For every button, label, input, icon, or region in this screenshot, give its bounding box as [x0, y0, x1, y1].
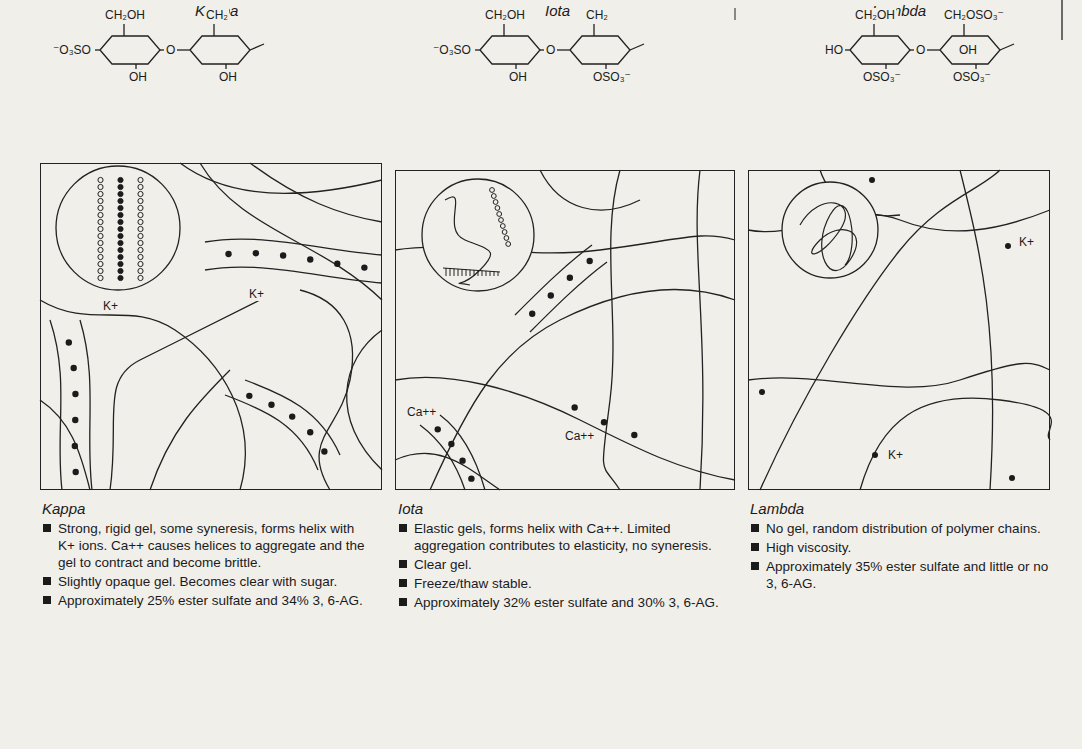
helix-chains: [98, 177, 511, 280]
chem-group: O: [545, 43, 556, 57]
chem-group: OSO₃⁻: [862, 70, 902, 84]
polymer-chains: [40, 163, 1051, 490]
bullet-text: Strong, rigid gel, some syneresis, forms…: [42, 520, 372, 571]
chem-group: OH: [218, 70, 238, 84]
ion-label: Ca++: [563, 429, 596, 443]
chem-group: O: [165, 43, 176, 57]
sugar-rings: [95, 24, 1014, 69]
description-column: KappaStrong, rigid gel, some syneresis, …: [42, 500, 372, 611]
comb-strokes: [446, 268, 498, 276]
ion-label: K+: [101, 299, 120, 313]
chem-group: ⁻O₃SO: [432, 43, 472, 57]
bullet-text: High viscosity.: [750, 539, 1050, 556]
ion-label: K+: [1017, 235, 1036, 249]
magnifier-circles: [56, 166, 878, 291]
bullet-text: Approximately 35% ester sulfate and litt…: [750, 558, 1050, 592]
chem-group: CH₂: [205, 8, 229, 22]
chem-group: OSO₃⁻: [592, 70, 632, 84]
section-heading: Kappa: [42, 500, 372, 517]
bullet-text: Slightly opaque gel. Becomes clear with …: [42, 573, 372, 590]
type-heading: Iota: [545, 2, 570, 19]
gel-panel: K+ K+: [40, 163, 382, 490]
chem-group: OH: [958, 43, 978, 57]
ion-label: K+: [886, 448, 905, 462]
chem-group: OH: [508, 70, 528, 84]
chem-group: O: [915, 43, 926, 57]
bullet-text: Approximately 32% ester sulfate and 30% …: [398, 594, 726, 611]
chem-group: CH₂: [585, 8, 609, 22]
bullet-text: Clear gel.: [398, 556, 726, 573]
chem-group: OSO₃⁻: [952, 70, 992, 84]
chem-group: CH₂OH: [854, 8, 896, 22]
bullet-text: Elastic gels, forms helix with Ca++. Lim…: [398, 520, 726, 554]
chem-group: ⁻O₃SO: [52, 43, 92, 57]
chem-group: HO: [824, 43, 844, 57]
gel-panel: K+ K+: [748, 170, 1050, 490]
bullet-text: Freeze/thaw stable.: [398, 575, 726, 592]
ion-label: K+: [247, 287, 266, 301]
chem-group: CH₂OH: [484, 8, 526, 22]
chem-group: CH₂OSO₃⁻: [943, 8, 1005, 22]
section-heading: Iota: [398, 500, 726, 517]
bullet-text: No gel, random distribution of polymer c…: [750, 520, 1050, 537]
chem-group: OH: [128, 70, 148, 84]
chem-group: CH₂OH: [104, 8, 146, 22]
gel-panel: Ca++ Ca++: [395, 170, 735, 490]
margin-tick: [735, 8, 736, 20]
description-column: Lambda No gel, random distribution of pol…: [750, 500, 1050, 594]
ion-label: Ca++: [405, 405, 438, 419]
margin-rule: [1061, 0, 1062, 40]
ion-dots: [66, 250, 638, 482]
bullet-text: Approximately 25% ester sulfate and 34% …: [42, 592, 372, 609]
description-column: IotaElastic gels, forms helix with Ca++.…: [398, 500, 726, 613]
ion-dots: [759, 177, 1015, 481]
chain-closeups: [443, 197, 857, 285]
section-heading: Lambda: [750, 500, 1050, 517]
